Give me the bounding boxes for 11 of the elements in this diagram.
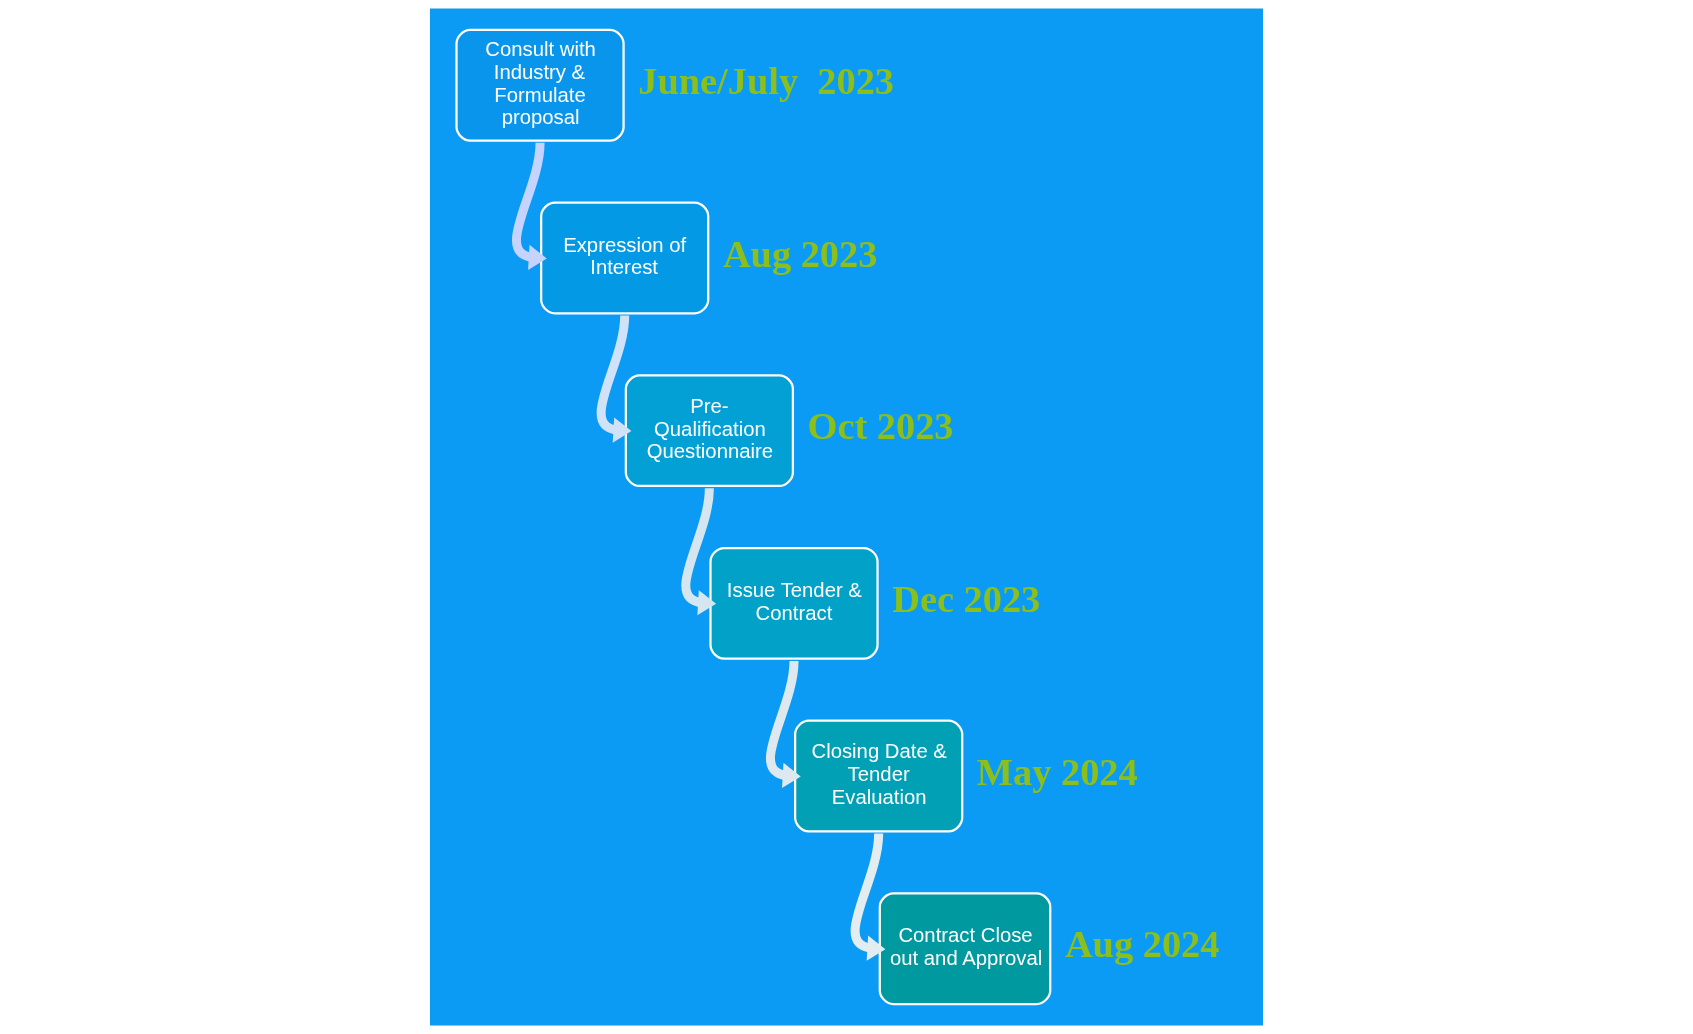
node-label: Oct 2023 [807, 405, 954, 448]
node-label: June/July 2023 [638, 59, 895, 102]
arrow [766, 660, 801, 789]
node-label: May 2024 [976, 750, 1138, 793]
arrow [850, 833, 886, 961]
node-label: Aug 2024 [1064, 923, 1220, 966]
arrow [681, 487, 717, 616]
arrow [596, 315, 632, 443]
node-label: Aug 2023 [722, 232, 878, 275]
node-label: Dec 2023 [892, 578, 1041, 621]
arrow [512, 142, 547, 270]
